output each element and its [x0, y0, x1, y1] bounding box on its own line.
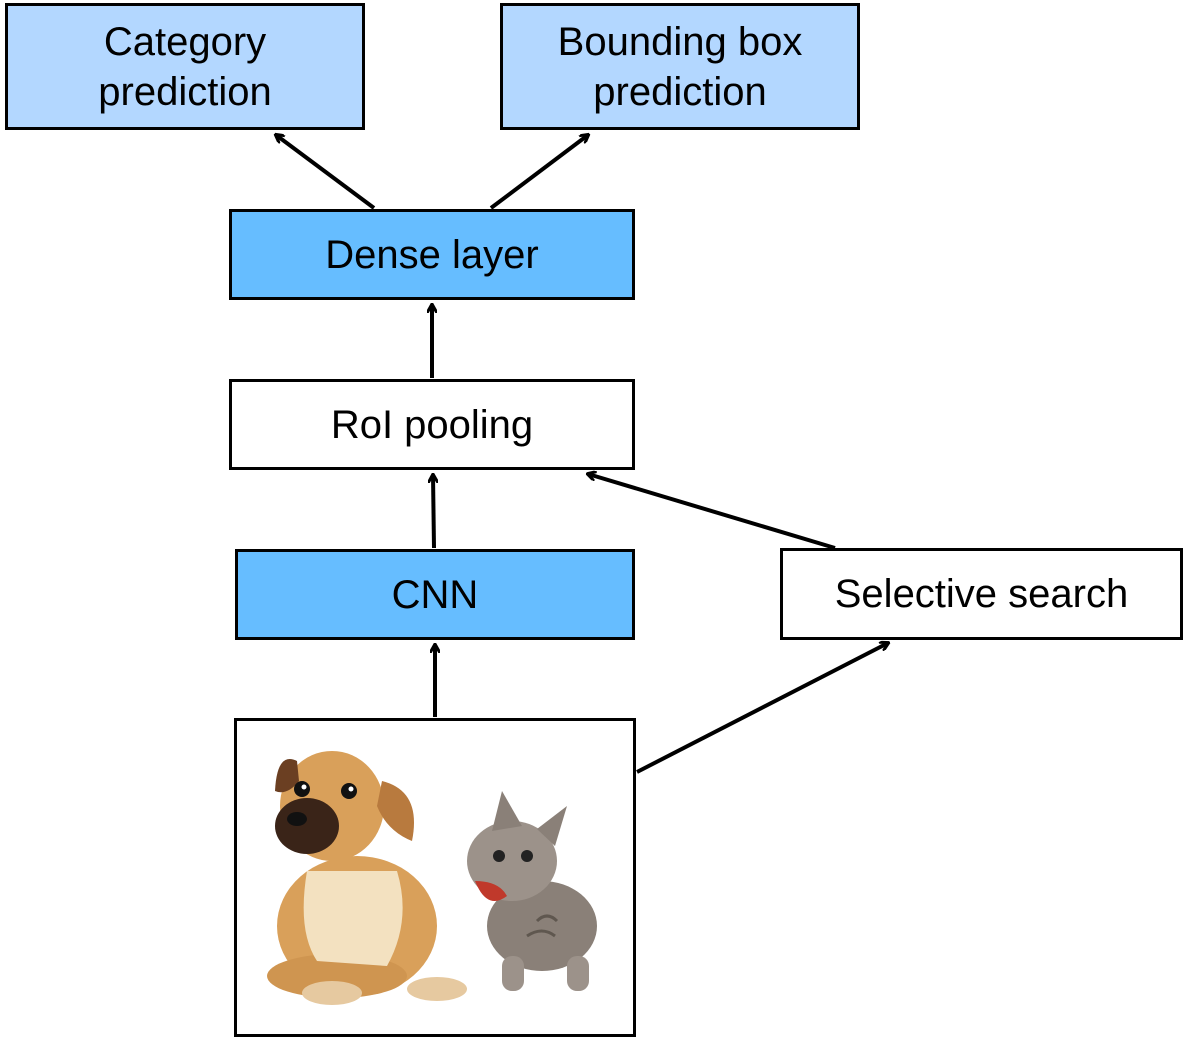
bbox-prediction-line-1: Bounding box: [557, 19, 803, 64]
roi-pooling-box: RoI pooling: [229, 379, 635, 470]
arrow-image-to-selective-search: [636, 643, 888, 774]
arrow-cnn-to-roi: [433, 475, 434, 549]
arrow-dense-to-bbox: [489, 135, 588, 210]
dense-layer-label: Dense layer: [325, 232, 539, 277]
cnn-label: CNN: [391, 572, 479, 617]
cat-illustration: [467, 791, 597, 991]
dog-and-cat-illustration: [267, 751, 597, 1005]
selective-search-box: Selective search: [780, 548, 1183, 640]
dog-illustration: [267, 751, 467, 1005]
bbox-prediction-line-2: prediction: [593, 69, 767, 114]
cnn-box: CNN: [235, 549, 635, 640]
selective-search-label: Selective search: [834, 572, 1129, 616]
category-prediction-line-2: prediction: [98, 69, 272, 114]
bounding-box-prediction-box: Bounding box prediction: [500, 3, 860, 130]
category-prediction-line-1: Category: [103, 19, 267, 64]
roi-pooling-label: RoI pooling: [330, 402, 534, 447]
dense-layer-box: Dense layer: [229, 209, 635, 300]
category-prediction-box: Category prediction: [5, 3, 365, 130]
input-image-box: [234, 718, 636, 1037]
arrow-dense-to-category: [276, 135, 376, 210]
arrow-selective-search-to-roi: [588, 474, 836, 550]
